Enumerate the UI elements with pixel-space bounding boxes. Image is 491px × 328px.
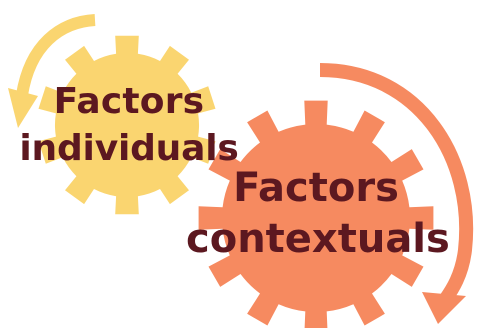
gear-contextual-label-line2: contextuals	[186, 216, 450, 262]
gear-individual-label-line2: individuals	[19, 128, 239, 169]
rotation-arrow-orange	[319, 63, 474, 305]
rotation-arrowhead-orange	[422, 292, 466, 324]
gear-contextual-label-line1: Factors	[233, 165, 399, 211]
gear-individual	[38, 35, 216, 215]
gear-contextual	[198, 100, 434, 328]
rotation-arrowhead-yellow	[8, 88, 38, 128]
rotation-arrow-yellow	[16, 14, 96, 97]
gear-individual-label-line1: Factors	[53, 81, 205, 122]
